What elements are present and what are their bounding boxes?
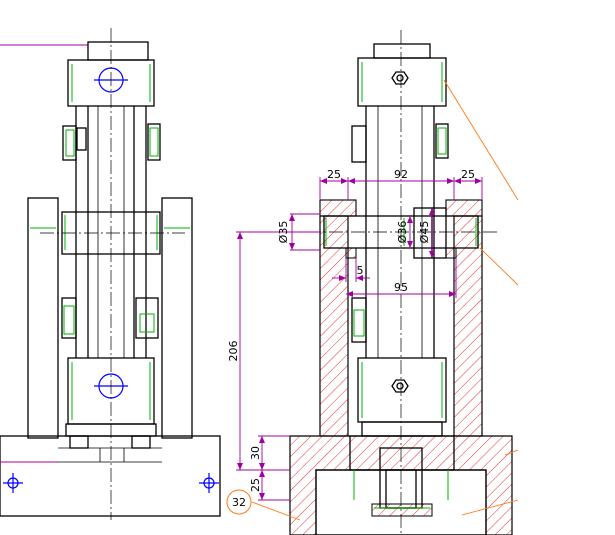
leader-line-4: [461, 499, 519, 516]
balloon-leader: [251, 501, 301, 521]
left-base-plate: [0, 435, 221, 517]
right-frame-post: [161, 197, 193, 439]
right-lower-nut-icon: [391, 379, 409, 393]
dim-gap-5: 5: [357, 264, 364, 277]
leader-line-3: [504, 449, 519, 456]
dimension-labels: 25 92 25 Ø35 Ø36 Ø45 5 95 206 30 25: [227, 168, 475, 492]
dim-height-25: 25: [249, 478, 262, 492]
right-hatched-column: [453, 215, 483, 437]
left-frame-post: [27, 197, 59, 439]
balloon-label: 32: [232, 496, 246, 509]
dim-height-206: 206: [227, 341, 240, 362]
left-hatched-column: [319, 215, 349, 437]
right-top-nut-icon: [391, 71, 409, 85]
part-number-balloon: 32: [226, 489, 252, 515]
right-section-view: [251, 30, 519, 535]
dim-diameter-45: Ø45: [418, 221, 431, 244]
left-elevation-view: [0, 28, 221, 520]
dim-diameter-35: Ø35: [277, 221, 290, 244]
leader-line-2: [479, 247, 519, 286]
left-top-cap: [87, 41, 149, 61]
dim-width-92: 92: [394, 168, 408, 181]
dim-width-25-left: 25: [327, 168, 341, 181]
right-lower-housing: [357, 357, 447, 423]
dim-width-95: 95: [394, 281, 408, 294]
right-top-cap: [373, 43, 431, 59]
dimension-lines: [236, 177, 483, 501]
leader-line-1: [443, 79, 519, 201]
dim-height-30: 30: [249, 446, 262, 460]
dim-width-25-right: 25: [461, 168, 475, 181]
right-top-housing: [357, 57, 447, 107]
dim-diameter-36: Ø36: [396, 221, 409, 244]
